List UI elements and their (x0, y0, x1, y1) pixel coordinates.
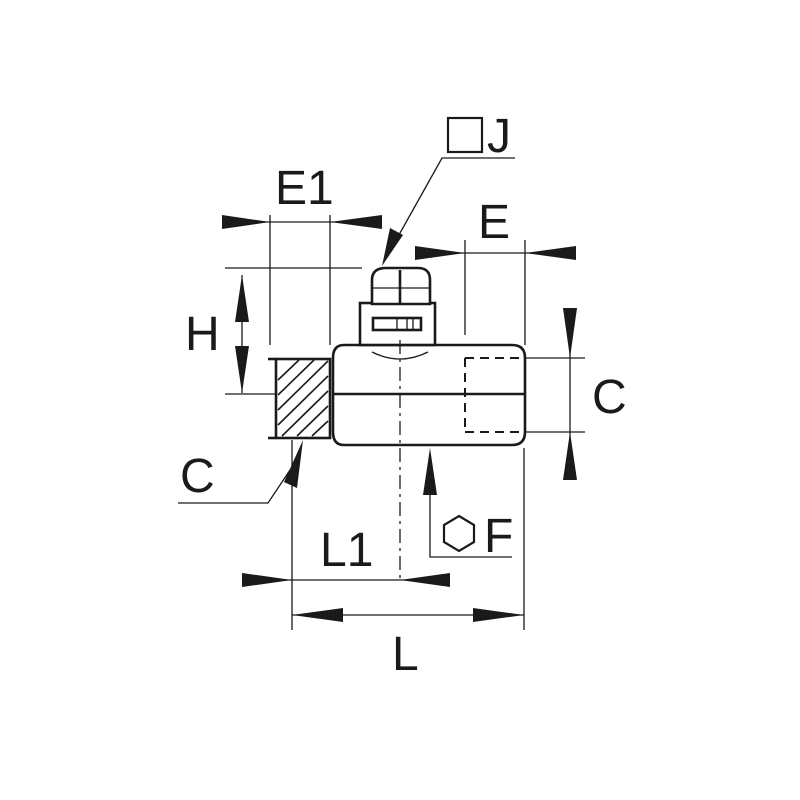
label-l1: L1 (320, 524, 373, 577)
label-f: F (484, 510, 513, 563)
label-e1: E1 (275, 162, 334, 215)
label-e: E (478, 196, 510, 249)
label-c-right: C (592, 371, 627, 424)
square-icon (446, 116, 484, 154)
thread-hatching (277, 359, 329, 437)
label-l: L (392, 628, 419, 681)
label-j: J (487, 110, 511, 163)
label-c-left: C (180, 450, 215, 503)
leader-lines (178, 157, 515, 558)
hexagon-icon (442, 514, 476, 553)
label-h: H (185, 308, 220, 361)
fitting-body (268, 266, 527, 580)
arrowheads (222, 215, 577, 622)
